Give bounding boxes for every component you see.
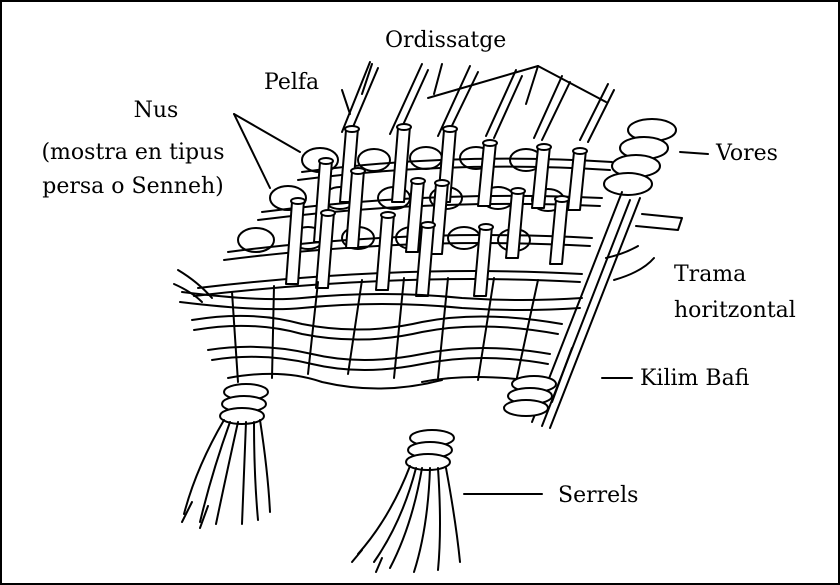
warp-label: Ordissatge — [385, 28, 506, 53]
weft-label-2: horitzontal — [674, 298, 796, 323]
weft-label-1: Trama — [674, 262, 746, 287]
warp-threads — [342, 62, 614, 142]
pile-label: Pelfa — [264, 70, 319, 95]
kilim-label: Kilim Bafi — [640, 366, 749, 391]
edges-label: Vores — [716, 141, 778, 166]
knot-note-2: persa o Senneh) — [20, 174, 246, 199]
knot-note-1: (mostra en tipus — [20, 140, 246, 165]
knot-label: Nus — [106, 98, 206, 123]
fringe-label: Serrels — [558, 483, 638, 508]
kilim-bundles — [220, 376, 556, 470]
